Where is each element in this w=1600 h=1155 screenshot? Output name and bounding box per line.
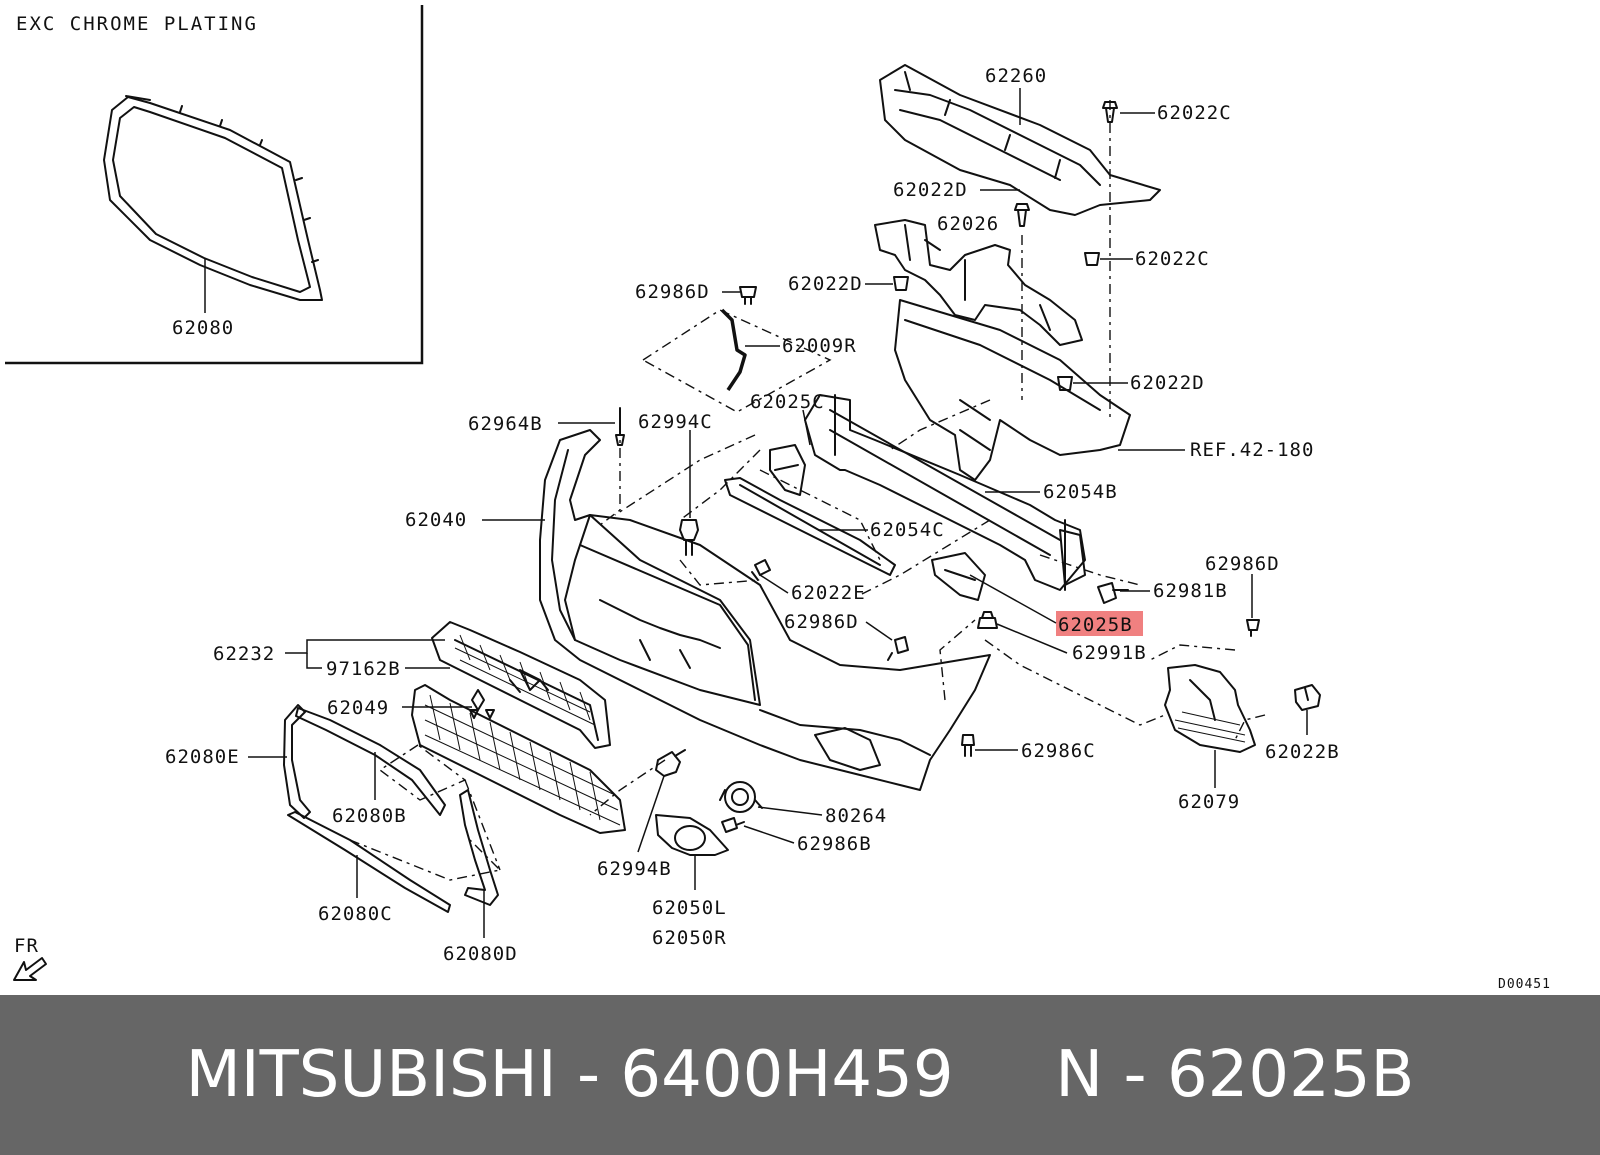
part-label-62981B: 62981B [1153,580,1228,602]
part-label-62964B: 62964B [468,413,543,435]
part-label-62986D-c: 62986D [784,611,859,633]
fog-cover-62050-drawing [655,814,729,856]
bolt-62964B-drawing [615,407,625,446]
part-label-62079: 62079 [1178,791,1240,813]
assembly-dashed-lines [349,100,1266,881]
screw-62986D-a-drawing [739,286,757,305]
front-direction-arrow-icon: FR [13,935,47,981]
screw-62986D-c-drawing [887,636,909,661]
part-label-62022D-b: 62022D [788,273,863,295]
part-label-62025C: 62025C [750,391,825,413]
footer-bar: MITSUBISHI - 6400H459 N - 62025B [0,995,1600,1155]
footer-part-info: MITSUBISHI - 6400H459 N - 62025B [185,1038,1415,1112]
part-label-62986D-a: 62986D [635,281,710,303]
nut-62991B-drawing [977,611,998,629]
clip-62022C-top-drawing [1102,101,1118,123]
bolt-62994B-drawing [655,749,686,777]
reinforcement-62054B-drawing [804,394,1086,591]
clip-62022B-drawing [1294,684,1321,711]
upper-grille-62232-drawing [431,621,611,749]
part-label-62994C: 62994C [638,411,713,433]
grille-frame-62080-drawing [103,95,323,301]
part-label-62049: 62049 [327,697,389,719]
part-label-62080: 62080 [172,317,234,339]
part-label-62026: 62026 [937,213,999,235]
molding-62080E-drawing [283,704,311,819]
bolt-62994C-drawing [679,519,699,556]
upper-cover-62260-drawing [879,64,1161,216]
part-label-REF42-180: REF.42-180 [1190,439,1314,461]
part-label-62050R: 62050R [652,927,727,949]
bolt-62981B-drawing [1097,582,1129,604]
part-label-97162B: 97162B [326,658,401,680]
part-label-62986B: 62986B [797,833,872,855]
screw-62986C-drawing [961,734,975,757]
part-label-62994B: 62994B [597,858,672,880]
screw-62986B-drawing [721,817,745,833]
clip-62022D-a-drawing [1014,203,1030,227]
part-label-62080E: 62080E [165,746,240,768]
part-label-62054B: 62054B [1043,481,1118,503]
bracket-62025C-drawing [769,444,806,496]
part-label-62025B[interactable]: 62025B [1058,614,1133,636]
part-label-62054C: 62054C [870,519,945,541]
part-label-62232: 62232 [213,643,275,665]
part-label-62260: 62260 [985,65,1047,87]
clip-62022C-mid-drawing [1084,252,1100,266]
bracket-62025B-drawing [931,552,986,601]
bracket-62079-drawing [1164,664,1256,753]
part-label-62040: 62040 [405,509,467,531]
drawing-code: D00451 [1498,977,1551,992]
clip-62022E-drawing [751,559,771,581]
emblem-62049-drawing [469,689,495,719]
part-label-62009R: 62009R [782,335,857,357]
part-label-80264: 80264 [825,805,887,827]
part-label-62986C: 62986C [1021,740,1096,762]
lower-grille-drawing [411,684,626,834]
part-label-62080D: 62080D [443,943,518,965]
part-label-62022D-a: 62022D [893,179,968,201]
part-label-62986D-b: 62986D [1205,553,1280,575]
inset-title: EXC CHROME PLATING [16,13,258,35]
front-bumper-62040-drawing [539,429,991,791]
part-label-62022C-mid: 62022C [1135,248,1210,270]
part-label-62080C: 62080C [318,903,393,925]
parts-diagram: EXC CHROME PLATING 62080 [5,5,1551,992]
molding-62080B-drawing [295,707,446,816]
part-label-62022D-c: 62022D [1130,372,1205,394]
bracket-62026-drawing [874,219,1083,346]
molding-62080D-drawing [459,789,499,906]
inset-box: EXC CHROME PLATING 62080 [5,5,424,365]
direction-label: FR [14,935,39,957]
bracket-62009R-drawing [720,308,747,391]
clip-62022D-c-drawing [1057,376,1073,391]
foglamp-80264-drawing [719,781,763,813]
highlight-62025B [1056,611,1143,636]
part-label-62080B: 62080B [332,805,407,827]
screw-62986D-b-drawing [1246,619,1260,637]
clip-62022D-b-drawing [893,276,909,291]
molding-62080C-drawing [287,811,451,913]
radiator-support-ref-drawing [894,299,1131,481]
part-label-62022C-top: 62022C [1157,102,1232,124]
part-label-62991B: 62991B [1072,642,1147,664]
absorber-62054C-drawing [724,477,896,576]
part-label-62022E: 62022E [791,582,866,604]
part-label-62050L: 62050L [652,897,727,919]
part-label-62022B: 62022B [1265,741,1340,763]
